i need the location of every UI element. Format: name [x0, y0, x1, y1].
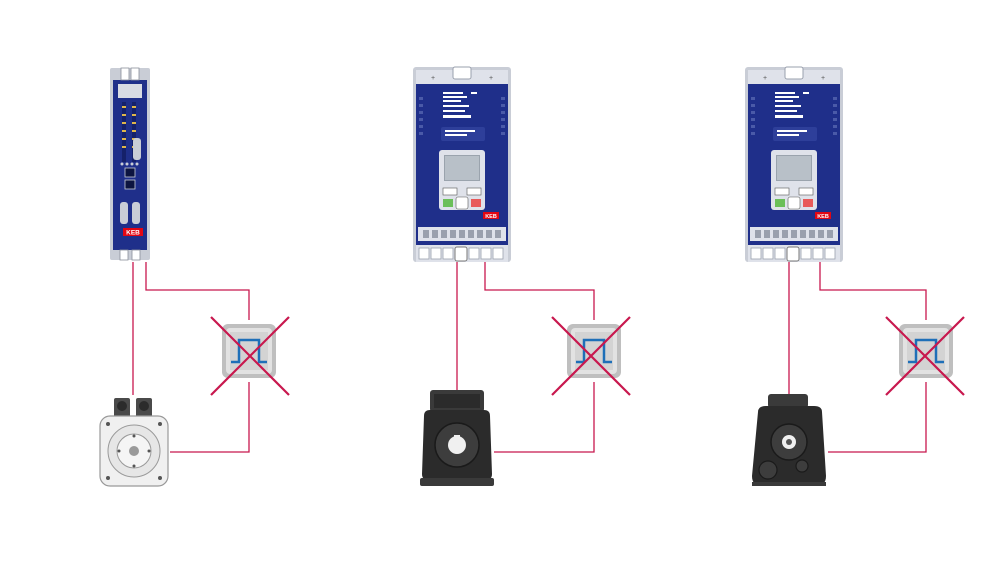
- servo-drive-unit: KEB: [110, 67, 150, 261]
- cable-lines-3: [788, 262, 927, 453]
- brand-logo: KEB: [485, 214, 497, 220]
- synchronous-motor-icon: [752, 394, 826, 486]
- asynchronous-motor-icon: [420, 390, 494, 486]
- frequency-inverter-unit: KEB: [744, 66, 844, 263]
- encoder-icon: [565, 322, 623, 380]
- system-2: KEB: [412, 66, 632, 486]
- brand-logo: KEB: [817, 214, 829, 220]
- servo-motor-icon: [99, 398, 169, 487]
- cable-lines-2: [456, 262, 595, 453]
- system-3: KEB: [744, 66, 966, 486]
- cable-lines-1: [132, 262, 250, 453]
- encoder-icon: [220, 322, 278, 380]
- frequency-inverter-unit: KEB: [412, 66, 512, 263]
- encoder-icon: [897, 322, 955, 380]
- system-1: KEB: [99, 67, 291, 487]
- brand-logo: KEB: [126, 230, 140, 237]
